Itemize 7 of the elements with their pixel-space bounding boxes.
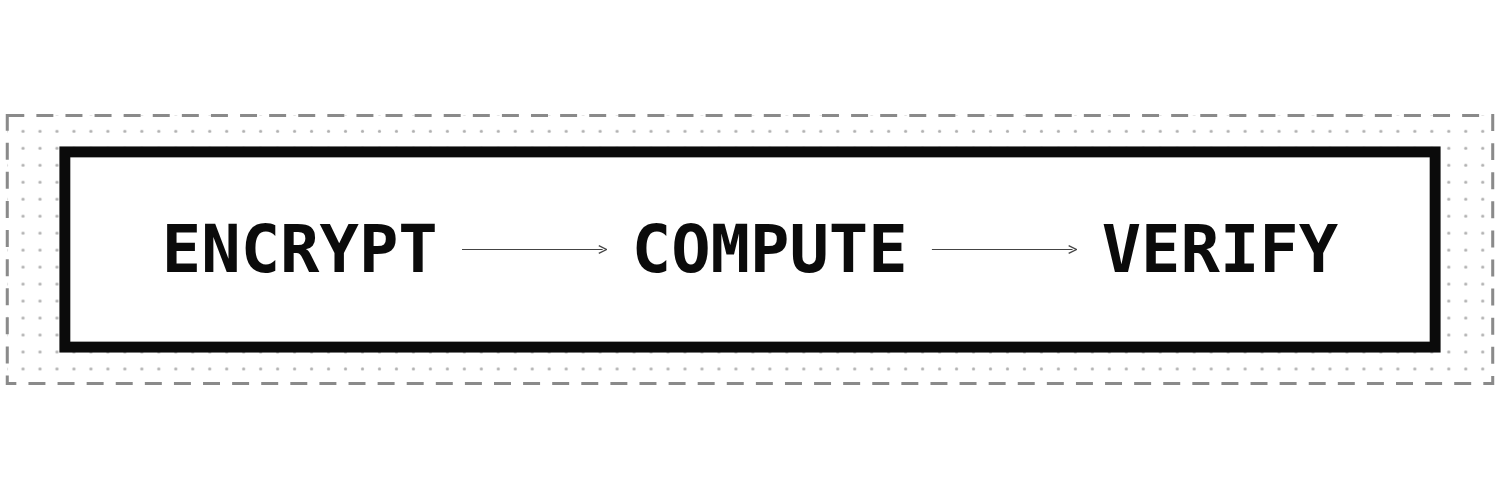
node-text: ENCRYPT	[161, 211, 438, 288]
cluster	[5, 114, 1495, 385]
arrow	[461, 245, 608, 254]
arrow	[931, 245, 1078, 254]
node-text: VERIFY	[1101, 211, 1339, 288]
node-text: COMPUTE	[631, 211, 908, 288]
cluster	[59, 146, 1441, 353]
